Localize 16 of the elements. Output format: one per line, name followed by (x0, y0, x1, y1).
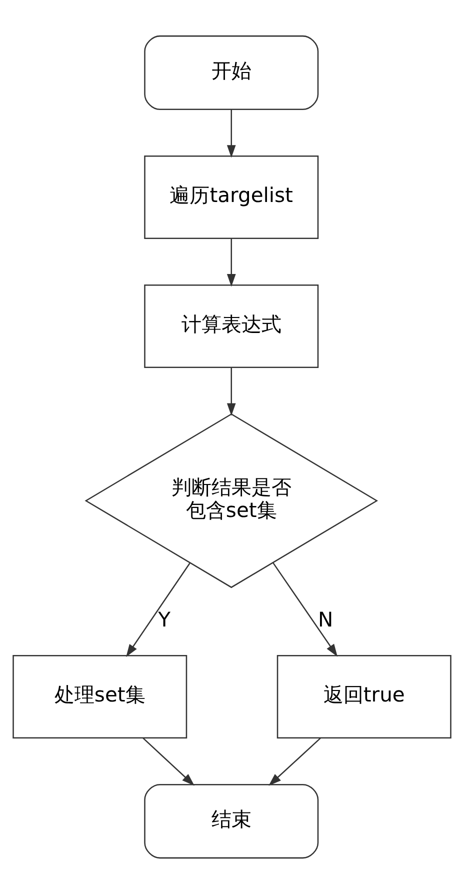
arrow (272, 562, 338, 656)
node-box: 开始 (144, 34, 319, 110)
arrow (226, 109, 236, 158)
arrow (142, 736, 194, 786)
arrow (226, 238, 236, 286)
node-diamond: 判断结果是否包含set集 (84, 412, 378, 588)
arrow (268, 736, 322, 786)
arrow (226, 366, 236, 416)
edge-label: N (318, 606, 334, 631)
node-box: 遍历targelist (144, 155, 319, 238)
node-box: 结束 (144, 783, 319, 858)
node-box: 处理set集 (12, 654, 188, 738)
node-box: 计算表达式 (144, 284, 319, 368)
edge-label: Y (158, 606, 171, 631)
node-box: 返回true (276, 654, 452, 738)
arrow (126, 562, 190, 656)
